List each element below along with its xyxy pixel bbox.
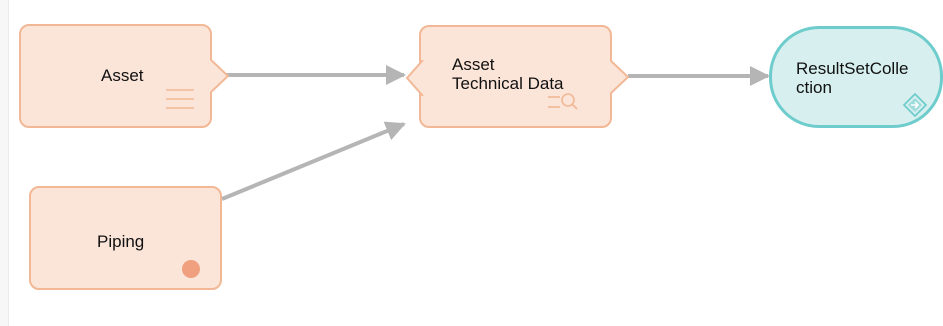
result-set-collection-node[interactable]: ResultSetColle ction [769, 26, 943, 128]
piping-node-label: Piping [97, 232, 145, 251]
piping-node[interactable]: Piping [29, 186, 222, 290]
asset-node-label: Asset [101, 66, 144, 85]
asset-node[interactable]: Asset [19, 24, 230, 128]
result-label-line2: ction [796, 78, 832, 97]
technical-data-label-line2: Technical Data [452, 74, 564, 93]
output-port-icon [610, 60, 630, 94]
input-port-icon [405, 60, 424, 96]
technical-data-label-line1: Asset [452, 55, 495, 74]
dot-icon [182, 260, 200, 278]
technical-data-node-label: Asset Technical Data [452, 55, 602, 93]
list-icon [166, 89, 194, 109]
canvas-left-border [0, 0, 9, 326]
result-label-line1: ResultSetColle [796, 59, 909, 78]
technical-data-node[interactable]: Asset Technical Data [405, 25, 630, 128]
edge-piping-to-technical-data [221, 121, 406, 201]
query-search-icon [548, 93, 578, 110]
result-node-label: ResultSetColle ction [796, 59, 936, 97]
diamond-arrow-icon [903, 93, 927, 117]
output-port-icon [210, 59, 230, 93]
